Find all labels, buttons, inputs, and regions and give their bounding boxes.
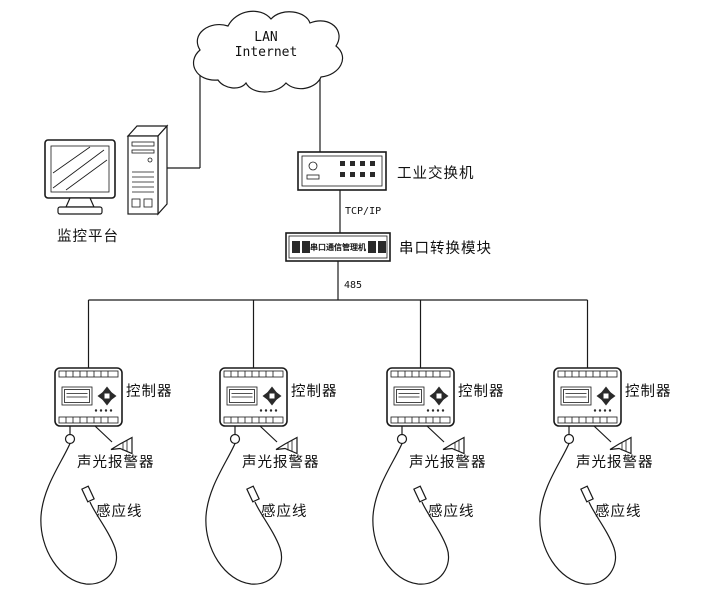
sensor-1-label: 感应线	[96, 502, 143, 520]
sensor-4-label: 感应线	[595, 502, 642, 520]
sensor-3-label: 感应线	[428, 502, 475, 520]
lan-internet-cloud: LAN Internet	[193, 10, 344, 93]
serial-module-device-text: 串口通信管理机	[310, 242, 366, 252]
rs485-bus-label: 485	[344, 280, 362, 291]
industrial-switch: 工业交换机	[297, 151, 475, 191]
alarm-2-label: 声光报警器	[242, 453, 320, 471]
switch-label: 工业交换机	[397, 164, 475, 182]
controller-3-label: 控制器	[458, 383, 505, 400]
alarm-3-label: 声光报警器	[409, 453, 487, 471]
computer-tower	[126, 124, 169, 216]
cloud-label-line1: LAN	[254, 30, 277, 45]
tcpip-link-label: TCP/IP	[345, 206, 381, 217]
cloud-label-line2: Internet	[235, 45, 298, 60]
connection-lines	[87, 58, 589, 368]
controller-1-label: 控制器	[126, 383, 173, 400]
sensor-2-label: 感应线	[261, 502, 308, 520]
monitor-label: 监控平台	[57, 228, 119, 245]
switch-ports	[340, 161, 375, 177]
serial-module-label: 串口转换模块	[399, 240, 492, 257]
serial-conversion-module: 串口通信管理机 串口转换模块	[285, 232, 492, 262]
controller-4-label: 控制器	[625, 383, 672, 400]
controller-2-label: 控制器	[291, 383, 338, 400]
monitoring-workstation: 监控平台	[44, 124, 169, 245]
serial-module-ports	[292, 241, 386, 253]
monitor-screen	[44, 139, 116, 199]
alarm-1-label: 声光报警器	[77, 453, 155, 471]
alarm-4-label: 声光报警器	[576, 453, 654, 471]
